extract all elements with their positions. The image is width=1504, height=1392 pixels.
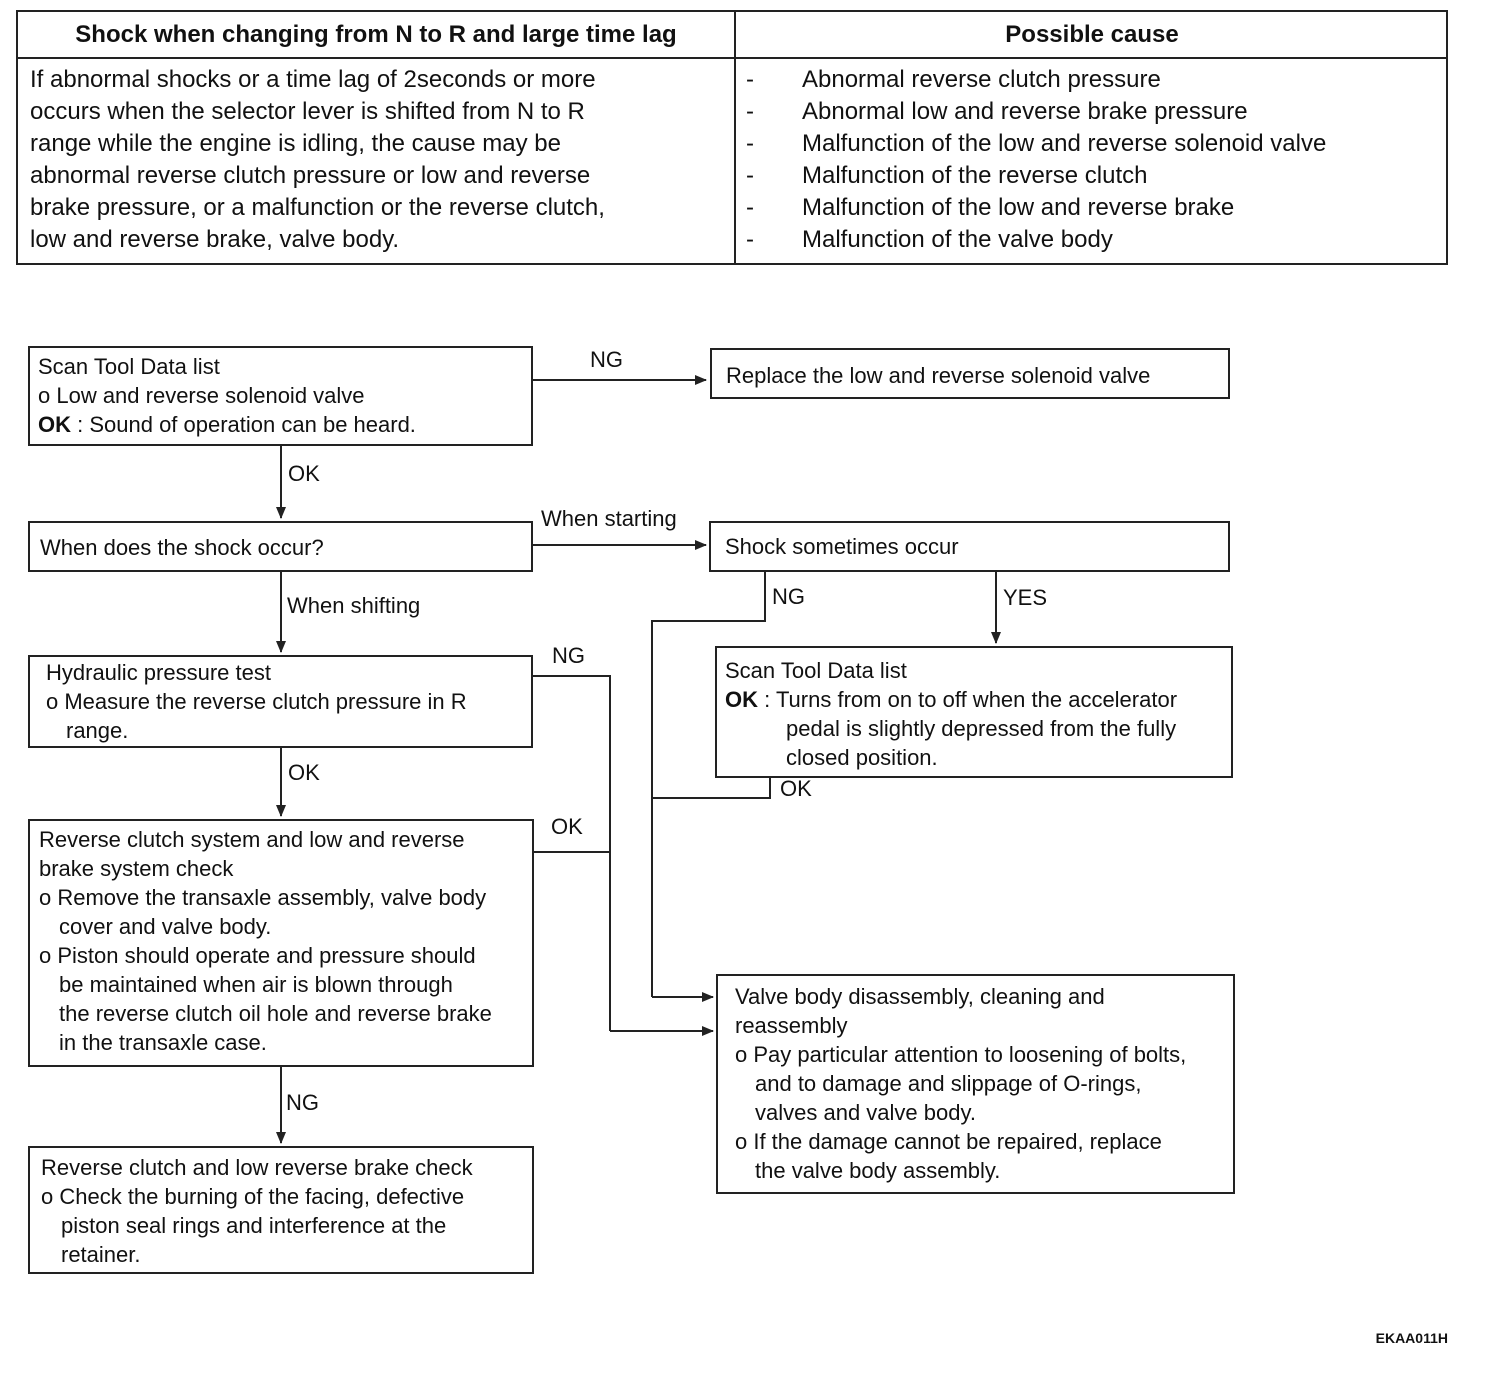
ok-criteria: OK : Sound of operation can be heard. [38,410,523,439]
box-line: o Piston should operate and pressure sho… [39,943,476,968]
box-line: o Remove the transaxle assembly, valve b… [39,885,487,910]
description-line: abnormal reverse clutch pressure or low … [30,162,591,189]
box-line: Reverse clutch system and low and revers… [39,827,465,852]
cause-text: Abnormal low and reverse brake pressure [802,98,1248,125]
bullet-dash: - [746,226,754,253]
hydraulic-test-box: Hydraulic pressure test o Measure the re… [28,655,533,748]
ok-criteria: OK : Turns from on to off when the accel… [725,685,1223,714]
description-line: range while the engine is idling, the ca… [30,130,561,157]
box-line: and to damage and slippage of O-rings, [755,1071,1142,1096]
connector-hydraulic-ng [533,675,611,1031]
edge-label-yes: YES [1003,585,1048,610]
edge-label-when-starting: When starting [541,506,677,531]
box-line: range. [66,718,129,743]
cause-item: - Malfunction of the valve body [746,224,1446,256]
cause-item: - Malfunction of the reverse clutch [746,160,1446,192]
reverse-system-check-box: Reverse clutch system and low and revers… [28,819,534,1067]
edge-label-ng: NG [772,584,805,609]
cause-text: Malfunction of the reverse clutch [802,162,1148,189]
box-line: o Measure the reverse clutch pressure in… [46,689,467,714]
valve-body-box: Valve body disassembly, cleaning and rea… [716,974,1235,1194]
cause-table: Shock when changing from N to R and larg… [16,10,1448,265]
scan-tool-box-2: Scan Tool Data list OK : Turns from on t… [715,646,1233,778]
edge-label-ok: OK [780,776,812,801]
box-line: closed position. [786,745,938,770]
ok-text: : Turns from on to off when the accelera… [758,687,1178,712]
box-line: brake system check [39,856,234,881]
connector-scan2-ok [652,778,771,799]
description-line: If abnormal shocks or a time lag of 2sec… [30,66,596,93]
description-line: brake pressure, or a malfunction or the … [30,194,605,221]
box-title: Scan Tool Data list [38,354,220,379]
table-divider-horizontal [18,57,1446,59]
description-line: low and reverse brake, valve body. [30,226,400,253]
edge-label-ng: NG [590,347,623,372]
figure-code: EKAA011H [1375,1330,1448,1346]
bullet-dash: - [746,130,754,157]
box-line: valves and valve body. [755,1100,976,1125]
box-text: Shock sometimes occur [725,534,959,559]
description-line: occurs when the selector lever is shifte… [30,98,585,125]
box-line: the valve body assembly. [755,1158,1001,1183]
cause-text: Malfunction of the low and reverse solen… [802,130,1327,157]
cause-item: - Malfunction of the low and reverse brak… [746,192,1446,224]
bullet-dash: - [746,194,754,221]
box-line: pedal is slightly depressed from the ful… [786,716,1177,741]
cause-item: - Malfunction of the low and reverse sole… [746,128,1446,160]
box-line: o Pay particular attention to loosening … [735,1042,1187,1067]
ok-label: OK [38,412,71,437]
edge-label-ng: NG [286,1090,319,1115]
when-shock-box: When does the shock occur? [28,521,533,572]
box-line: o Low and reverse solenoid valve [38,383,365,408]
connector-shock-ng [651,571,766,997]
table-header-possible-cause: Possible cause [1005,21,1179,48]
reverse-brake-check-box: Reverse clutch and low reverse brake che… [28,1146,534,1274]
cause-text: Malfunction of the low and reverse brake [802,194,1235,221]
box-line: the reverse clutch oil hole and reverse … [59,1001,492,1026]
bullet-dash: - [746,162,754,189]
cause-text: Malfunction of the valve body [802,226,1113,253]
box-line: o If the damage cannot be repaired, repl… [735,1129,1162,1154]
replace-solenoid-box: Replace the low and reverse solenoid val… [710,348,1230,399]
box-line: o Check the burning of the facing, defec… [41,1184,465,1209]
box-line: be maintained when air is blown through [59,972,453,997]
box-line: Valve body disassembly, cleaning and [735,984,1105,1009]
box-text: Replace the low and reverse solenoid val… [726,363,1151,388]
bullet-dash: - [746,66,754,93]
box-line: piston seal rings and interference at th… [61,1213,447,1238]
box-line: Reverse clutch and low reverse brake che… [41,1155,473,1180]
symptom-description: If abnormal shocks or a time lag of 2sec… [30,64,730,256]
table-header-symptom: Shock when changing from N to R and larg… [75,21,677,48]
box-title: Scan Tool Data list [725,658,907,683]
bullet-dash: - [746,98,754,125]
table-divider-vertical [734,12,736,263]
cause-item: - Abnormal low and reverse brake pressure [746,96,1446,128]
scan-tool-box-1: Scan Tool Data list o Low and reverse so… [28,346,533,446]
box-line: retainer. [61,1242,141,1267]
edge-label-ok: OK [551,814,583,839]
box-line: reassembly [735,1013,848,1038]
cause-list: - Abnormal reverse clutch pressure - Abnor… [746,64,1446,256]
edge-label-ok: OK [288,461,320,486]
ok-label: OK [725,687,758,712]
edge-label-ng: NG [552,643,585,668]
cause-text: Abnormal reverse clutch pressure [802,66,1161,93]
ok-text: : Sound of operation can be heard. [71,412,416,437]
edge-label-ok: OK [288,760,320,785]
cause-item: - Abnormal reverse clutch pressure [746,64,1446,96]
shock-sometimes-box: Shock sometimes occur [709,521,1230,572]
box-title: Hydraulic pressure test [46,660,271,685]
box-text: When does the shock occur? [40,535,324,560]
edge-label-when-shifting: When shifting [287,593,421,618]
box-line: cover and valve body. [59,914,272,939]
box-line: in the transaxle case. [59,1030,267,1055]
